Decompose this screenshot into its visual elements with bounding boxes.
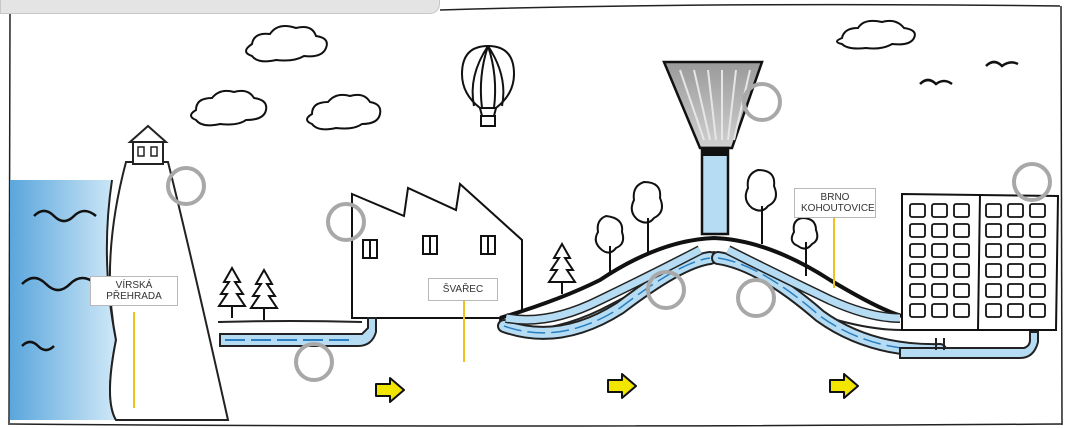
window-icon (986, 264, 1001, 277)
window-icon (954, 244, 969, 257)
ground-line (218, 321, 362, 322)
window-icon (932, 204, 947, 217)
window-icon (481, 236, 495, 254)
window-icon (954, 284, 969, 297)
window-icon (910, 204, 925, 217)
pine-tree-icon (251, 270, 277, 320)
window-icon (986, 304, 1001, 317)
window-icon (1008, 304, 1023, 317)
window-icon (910, 284, 925, 297)
bird-icon (986, 62, 1018, 66)
window-icon (954, 204, 969, 217)
pine-tree-icon (219, 268, 245, 318)
tree-icon (632, 182, 662, 254)
window-icon (932, 284, 947, 297)
label-city-line2: KOHOUTOVICE (801, 203, 869, 214)
cloud-icon (246, 26, 327, 61)
window-icon (1008, 244, 1023, 257)
window-icon (954, 304, 969, 317)
label-dam: VÍRSKÁ PŘEHRADA (90, 276, 178, 306)
window-icon (423, 236, 437, 254)
bird-icon (920, 80, 952, 84)
window-icon (954, 264, 969, 277)
window-icon (986, 204, 1001, 217)
label-dam-line1: VÍRSKÁ (97, 280, 171, 291)
tree-icon (746, 170, 776, 244)
window-icon (1030, 304, 1045, 317)
label-city-line1: BRNO (801, 192, 869, 203)
window-icon (1030, 284, 1045, 297)
hotspot-apartment-roof[interactable] (1014, 164, 1050, 200)
window-icon (986, 244, 1001, 257)
window-icon (1008, 264, 1023, 277)
label-factory: ŠVAŘEC (428, 278, 498, 301)
window-icon (954, 224, 969, 237)
right-arrow-icon (376, 378, 404, 402)
window-icon (986, 284, 1001, 297)
right-arrow-icon (830, 374, 858, 398)
label-dam-line2: PŘEHRADA (97, 291, 171, 302)
label-factory-line1: ŠVAŘEC (435, 284, 491, 295)
window-icon (932, 264, 947, 277)
hot-air-balloon-icon (462, 46, 514, 126)
cloud-icon (837, 21, 915, 49)
cloud-icon (191, 91, 266, 125)
window-icon (363, 240, 377, 258)
window-icon (1030, 204, 1045, 217)
window-icon (910, 244, 925, 257)
right-arrow-icon (608, 374, 636, 398)
window-icon (932, 244, 947, 257)
window-icon (910, 264, 925, 277)
window-icon (1030, 264, 1045, 277)
hotspot-water-tower[interactable] (744, 84, 780, 120)
window-icon (1008, 204, 1023, 217)
hotspot-dam-pipe[interactable] (296, 344, 332, 380)
window-icon (986, 224, 1001, 237)
window-icon (1030, 224, 1045, 237)
tree-icon (596, 216, 623, 272)
window-icon (1030, 244, 1045, 257)
hotspot-hill-right[interactable] (738, 280, 774, 316)
window-icon (932, 224, 947, 237)
window-icon (910, 224, 925, 237)
window-icon (910, 304, 925, 317)
window-icon (1008, 284, 1023, 297)
label-city: BRNO KOHOUTOVICE (794, 188, 876, 218)
window-icon (1008, 224, 1023, 237)
window-icon (932, 304, 947, 317)
pine-tree-icon (549, 244, 575, 294)
water-tower (664, 62, 762, 234)
cloud-icon (307, 95, 380, 129)
dam (110, 126, 228, 420)
